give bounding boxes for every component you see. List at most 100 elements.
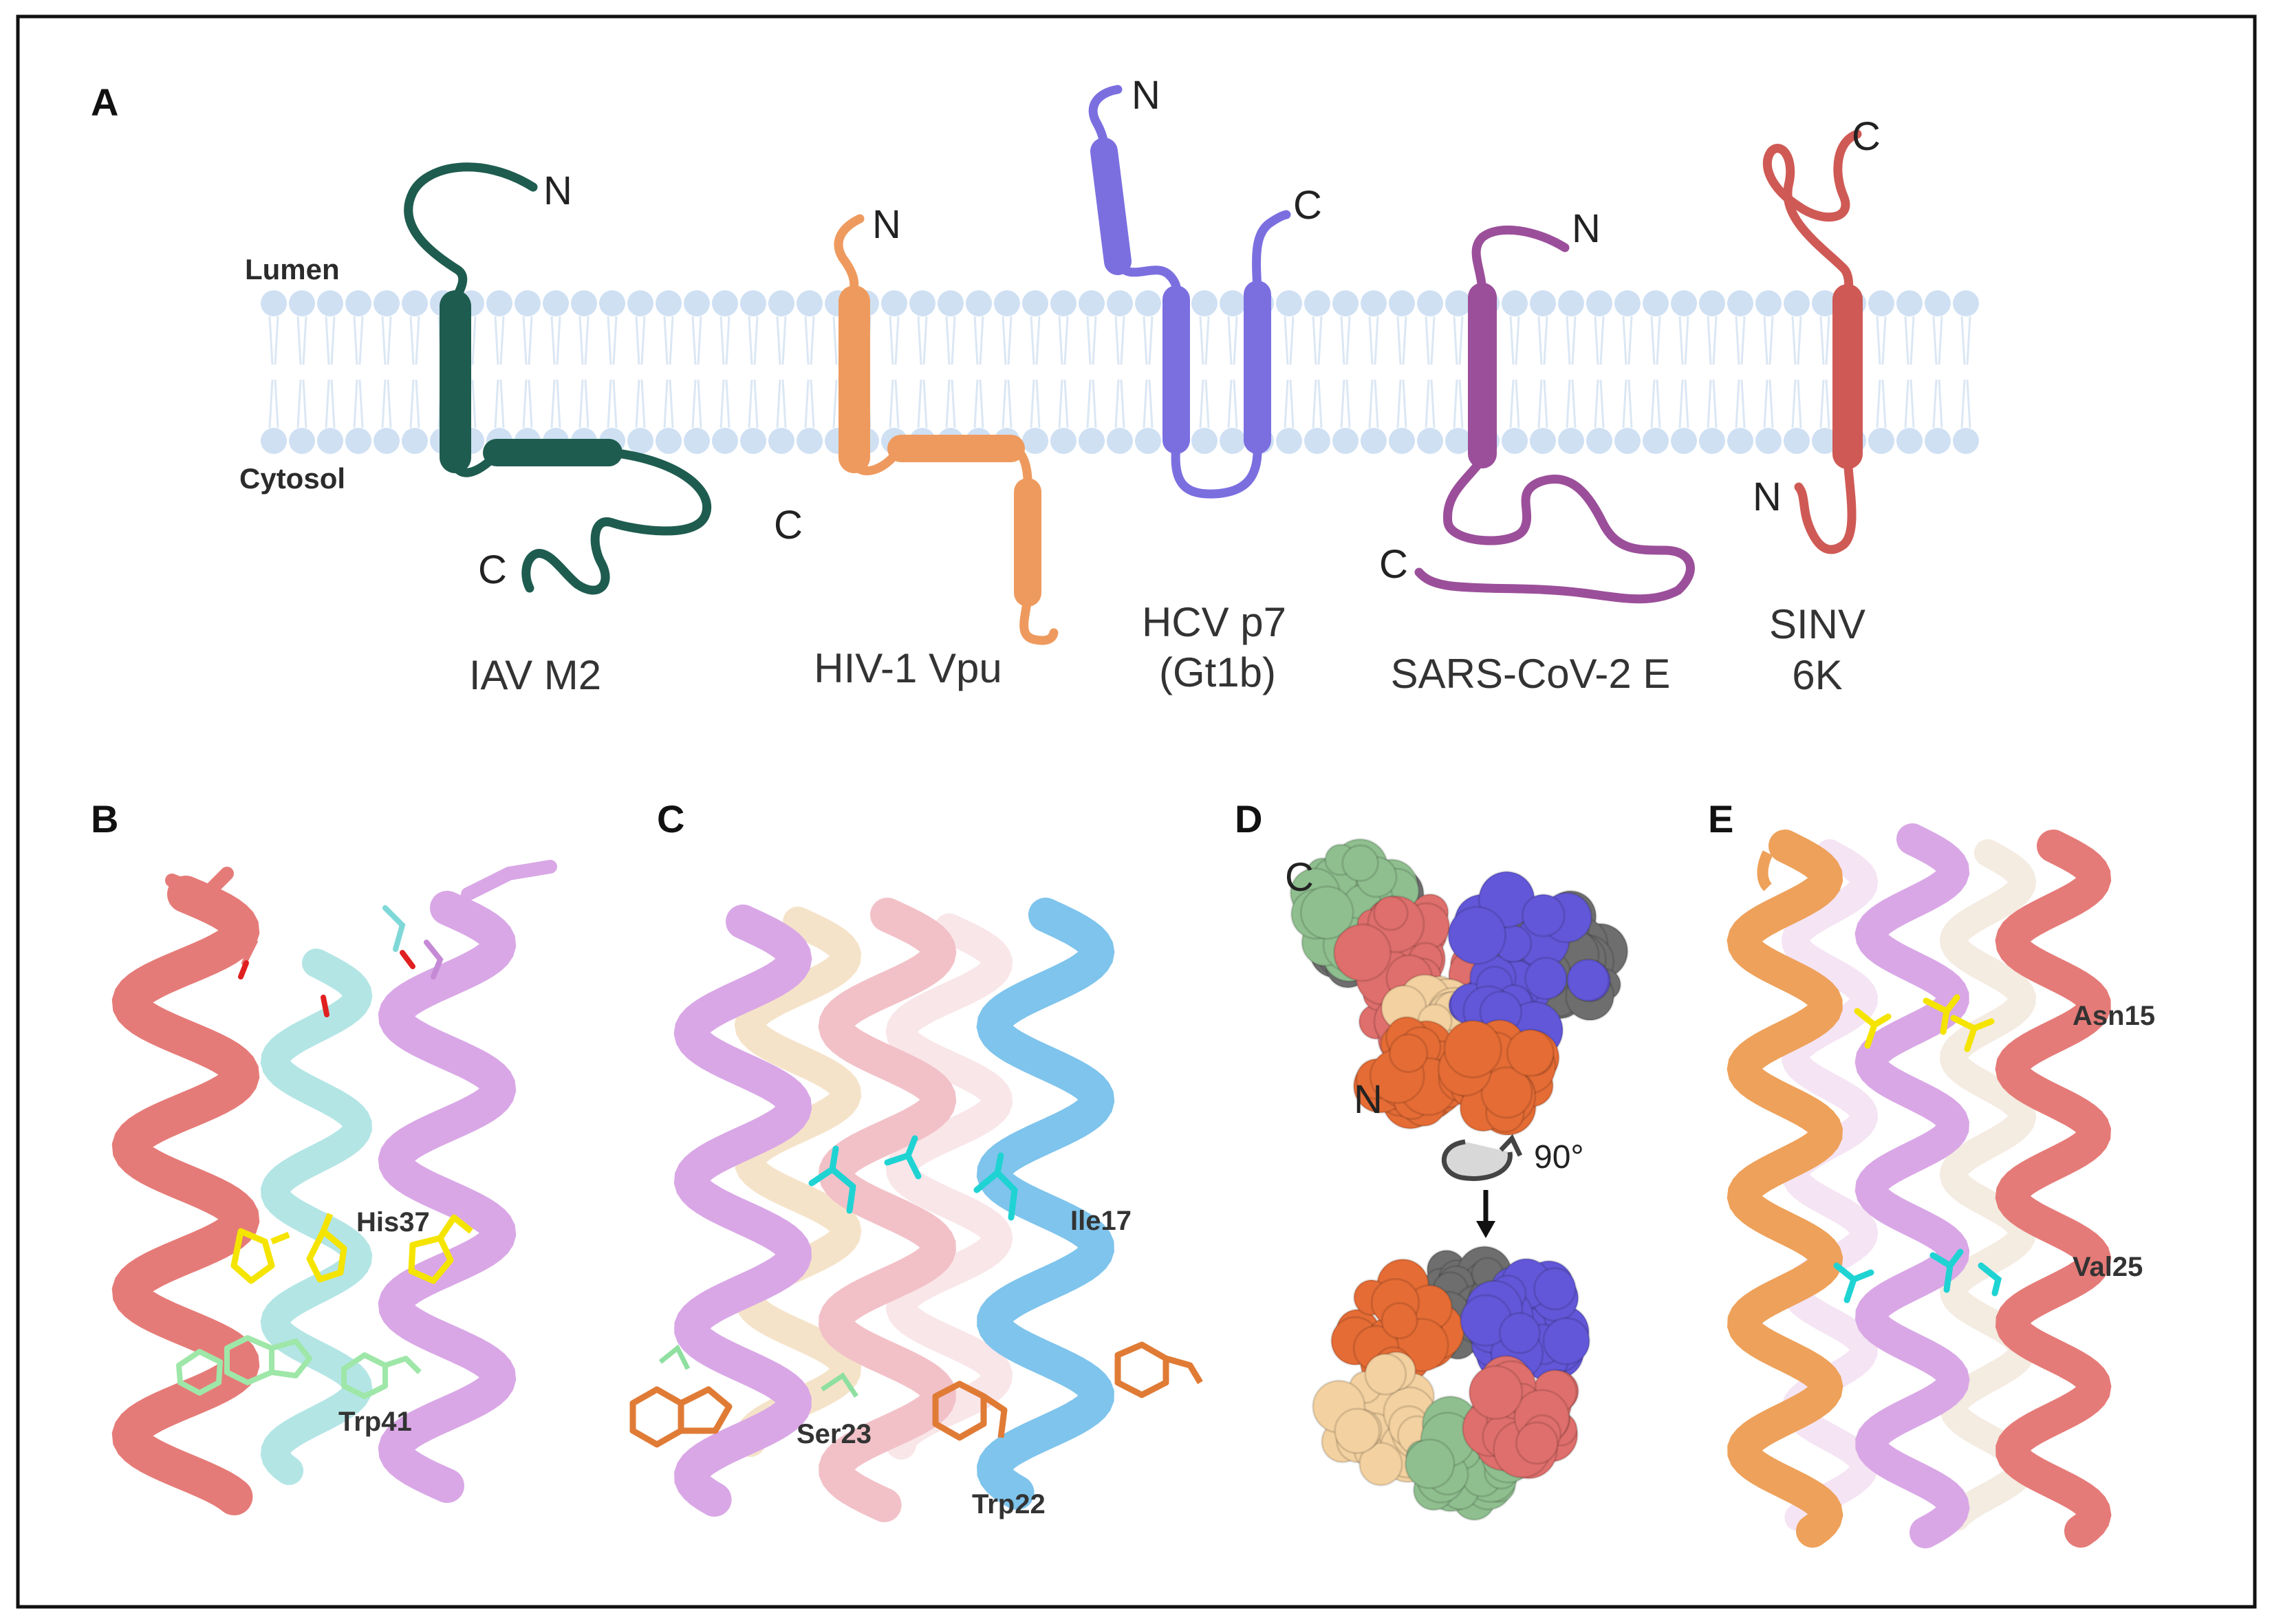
lipid-tail-upper [1199,316,1210,365]
lipid-head-lower [1022,428,1048,454]
b-his37-sidechains [230,1213,473,1284]
lipid-head-lower [317,428,343,454]
lipid-tail-upper [1086,316,1097,365]
lipid-head-upper [1332,290,1359,316]
d-top-orange-2-lobe [1443,1019,1502,1079]
lipid-tail-upper [1707,316,1718,365]
b-trp41-sidechains [176,1335,422,1399]
lipid-tail-upper [1791,316,1802,365]
vpu-c-tail [1019,594,1059,645]
lipid-tail-lower [268,379,279,429]
b-loop-salmon [165,867,234,902]
c-helix-blue [976,898,1115,1510]
d-bot-salmon [1461,1354,1580,1480]
his37-ring-3 [408,1214,473,1284]
d-rotation-angle: 90° [1534,1139,1584,1176]
lipid-head-lower [1361,428,1387,454]
panel-e-letter: E [1708,797,1733,841]
lipid-head-upper [317,290,343,316]
lipid-tail-upper [1312,316,1323,365]
lipid-tail-lower [1086,379,1097,429]
ile17-1 [808,1145,856,1214]
ser23-2 [821,1372,858,1398]
lipid-head-lower [1332,428,1359,454]
trp41-ring-1 [224,1335,312,1385]
lipid-tail-lower [1030,379,1041,429]
lipid-tail-upper [1227,316,1238,365]
lipid-head-lower [1502,428,1528,454]
panel-b: B His37 Trp41 [91,797,557,1515]
d-bot-tan-lobe [1334,1407,1381,1455]
lipid-head-upper [1727,290,1753,316]
lipid-tail-upper [409,316,420,365]
panel-e-helix-bundle [1727,823,2112,1548]
p7-name-line-2: (Gt1b) [1159,649,1276,695]
lipid-head-upper [1050,290,1077,316]
lipid-head-lower [656,428,682,454]
d-rotation-icon [1441,1134,1523,1181]
val25-1 [1833,1262,1874,1303]
e-residue-val25: Val25 [2073,1252,2143,1282]
lipid-head-upper [1953,290,1979,316]
lipid-head-upper [627,290,653,316]
vpu-n-label: N [872,202,901,247]
cytosol-label: Cytosol [239,462,345,495]
lipid-tail-upper [804,316,815,365]
lipid-head-upper [1107,290,1133,316]
his37-ring-2 [306,1213,347,1283]
lipid-tail-upper [973,316,984,365]
d-top-orange-2-lobe [1506,1028,1555,1077]
lipid-tail-upper [1735,316,1746,365]
lipid-tail-lower [945,379,956,429]
c-helix-lilac [673,905,812,1517]
e-asn15-sidechains [1854,994,1995,1052]
d-surface-top-view [1289,838,1629,1136]
lipid-head-upper [797,290,823,316]
lipid-head-upper [1530,290,1556,316]
lipid-head-lower [1699,428,1725,454]
lipid-tail-lower [1876,379,1887,429]
lipid-head-lower [1135,428,1161,454]
lipid-tail-lower [1002,379,1013,429]
lipid-head-upper [1643,290,1669,316]
6k-name-line-2: 6K [1792,652,1842,698]
lipid-head-upper [712,290,738,316]
p7-n-helix [1090,138,1132,275]
c-ile17-sidechains [808,1135,1018,1221]
lipid-head-lower [1417,428,1443,454]
trp22-ring-1 [629,1386,733,1448]
b-loop-lilac [461,860,557,901]
iav-m2-c-tail [521,448,712,595]
protein-hiv1-vpu [834,214,1059,645]
lipid-head-upper [402,290,428,316]
lipid-tail-upper [1368,316,1379,365]
lipid-tail-upper [1763,316,1774,365]
lipid-head-lower [1896,428,1923,454]
lipid-tail-upper [635,316,646,365]
protein-sars-cov-2-e [1414,225,1695,604]
d-top-blue-lobe [1566,958,1610,1002]
lipid-tail-upper [1960,316,1971,365]
d-bot-salmon-lobe [1515,1421,1559,1465]
d-rotate-arrowhead-icon [1499,1134,1523,1157]
b-residue-his37: His37 [356,1207,430,1237]
lipid-head-upper [1445,290,1471,316]
lipid-tail-lower [1791,379,1802,429]
lipid-head-upper [881,290,907,316]
lipid-head-upper [1558,290,1584,316]
panel-a: A Lumen Cytosol N C IAV M2 N C [91,73,1979,698]
lipid-head-upper [1417,290,1443,316]
lipid-tail-lower [804,379,815,429]
lipid-head-upper [261,290,287,316]
lipid-tail-upper [578,316,589,365]
iav-m2-n-loop [404,162,538,304]
iav-m2-name: IAV M2 [469,652,601,698]
d-c-label: C [1285,855,1314,900]
lipid-tail-lower [1284,379,1295,429]
e-val25-sidechains [1833,1248,2002,1303]
lipid-head-lower [345,428,371,454]
d-top-salmon-lobe [1373,895,1409,931]
val25-2 [1929,1248,1964,1293]
lipid-tail-lower [1678,379,1689,429]
lipid-tail-lower [1143,379,1154,429]
